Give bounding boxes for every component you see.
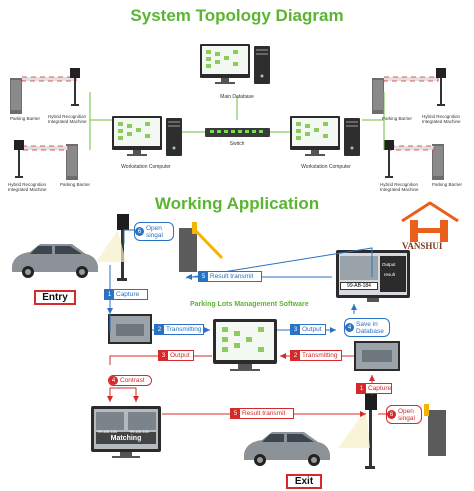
step-number: 2 xyxy=(155,325,164,334)
step-label: Open singal xyxy=(398,407,415,422)
exit-step-result-transmit: 5 Result transmit xyxy=(230,408,294,419)
step-label: Transmitting xyxy=(166,326,202,333)
step-label: Result transmit xyxy=(242,410,286,417)
step-label: Result transmit xyxy=(210,273,254,280)
matching-label: Matching xyxy=(96,432,156,444)
left-bottom-barrier-graphic xyxy=(14,140,78,180)
exit-barrier xyxy=(424,404,446,456)
management-pc xyxy=(213,319,277,371)
left-bottom-barrier-label: Parking Barrier xyxy=(60,182,91,187)
right-top-barrier-graphic xyxy=(372,68,446,114)
step-number: 3 xyxy=(159,351,168,360)
workstation-right-label: Workstation Computer xyxy=(301,164,351,170)
step-number: 5 xyxy=(199,272,208,281)
plate-top: 99-AB-184 xyxy=(340,282,378,290)
step-label: Transmitting xyxy=(302,352,338,359)
exit-step-capture: 1 Capture xyxy=(356,383,392,394)
step-number: 2 xyxy=(291,351,300,360)
exit-capture-thumbnail xyxy=(354,341,400,371)
database-pc xyxy=(336,250,410,302)
entry-step-result-transmit: 5 Result transmit xyxy=(198,271,262,282)
entry-camera-pole xyxy=(96,214,129,281)
step-number: 5 xyxy=(231,409,240,418)
working-title: Working Application xyxy=(154,194,320,213)
switch-label: Switch xyxy=(229,141,245,147)
right-bottom-barrier-label: Parking Barrier xyxy=(432,182,463,187)
step-number: 4 xyxy=(109,376,118,385)
vanshui-logo-house xyxy=(401,201,459,242)
entry-step-transmitting: 2 Transmitting xyxy=(154,324,204,335)
step-number: 3 xyxy=(291,325,300,334)
plate-left-b: 99-AB-184 xyxy=(130,429,150,434)
exit-label: Exit xyxy=(286,474,322,489)
left-top-barrier-graphic xyxy=(10,68,80,114)
step-label: Save in Database xyxy=(356,320,384,335)
network-links xyxy=(89,92,385,150)
step-label: Contrast xyxy=(120,377,145,384)
step-number: 1 xyxy=(357,384,366,393)
step-label: Output xyxy=(170,352,190,359)
left-top-camera-label: Hybrid Recognition Integrated Machine xyxy=(48,114,87,124)
db-screen-line2: result xyxy=(384,272,396,277)
left-top-barrier-label: Parking Barrier xyxy=(10,116,41,121)
exit-arrow-heads xyxy=(107,353,375,417)
entry-step-open-signal: 6 Open singal xyxy=(134,222,174,241)
right-top-barrier-label: Parking Barrier xyxy=(382,116,413,121)
entry-capture-thumbnail xyxy=(108,314,152,344)
workstation-left-label: Workstation Computer xyxy=(121,164,171,170)
right-bottom-barrier-graphic xyxy=(384,140,444,180)
exit-step-transmitting: 2 Transmitting xyxy=(290,350,342,361)
exit-camera-pole xyxy=(338,394,377,469)
entry-arrow-heads xyxy=(107,274,357,333)
exit-step-output: 3 Output xyxy=(158,350,194,361)
entry-step-output: 3 Output xyxy=(290,324,326,335)
switch-graphic xyxy=(205,128,270,137)
exit-step-contrast: 4 Contrast xyxy=(108,375,152,386)
right-bottom-camera-label: Hybrid Recognition Integrated Machine xyxy=(380,182,419,192)
entry-step-capture: 1 Capture xyxy=(104,289,148,300)
entry-label: Entry xyxy=(34,290,76,305)
topology-title: System Topology Diagram xyxy=(130,6,344,25)
step-number: 4 xyxy=(345,323,354,332)
step-number: 1 xyxy=(105,290,114,299)
step-label: Capture xyxy=(368,385,392,392)
left-bottom-camera-label: Hybrid Recognition Integrated Machine xyxy=(8,182,47,192)
step-number: 6 xyxy=(135,227,144,236)
main-database-label: Main Database xyxy=(220,94,254,100)
entry-barrier xyxy=(179,222,224,272)
vanshui-logo-text: VANSHUI xyxy=(402,241,443,251)
plate-left-a: 99-AB-184 xyxy=(98,429,118,434)
exit-step-open-signal: 6 Open singal xyxy=(386,405,422,424)
step-label: Output xyxy=(302,326,322,333)
db-screen-line1: Output xyxy=(382,262,396,267)
step-label: Open singal xyxy=(146,224,163,239)
entry-step-save-database: 4 Save in Database xyxy=(344,318,390,337)
right-top-camera-label: Hybrid Recognition Integrated Machine xyxy=(422,114,461,124)
step-label: Capture xyxy=(116,291,140,298)
software-label: Parking Lots Management Software xyxy=(190,301,309,308)
step-number: 6 xyxy=(387,410,396,419)
